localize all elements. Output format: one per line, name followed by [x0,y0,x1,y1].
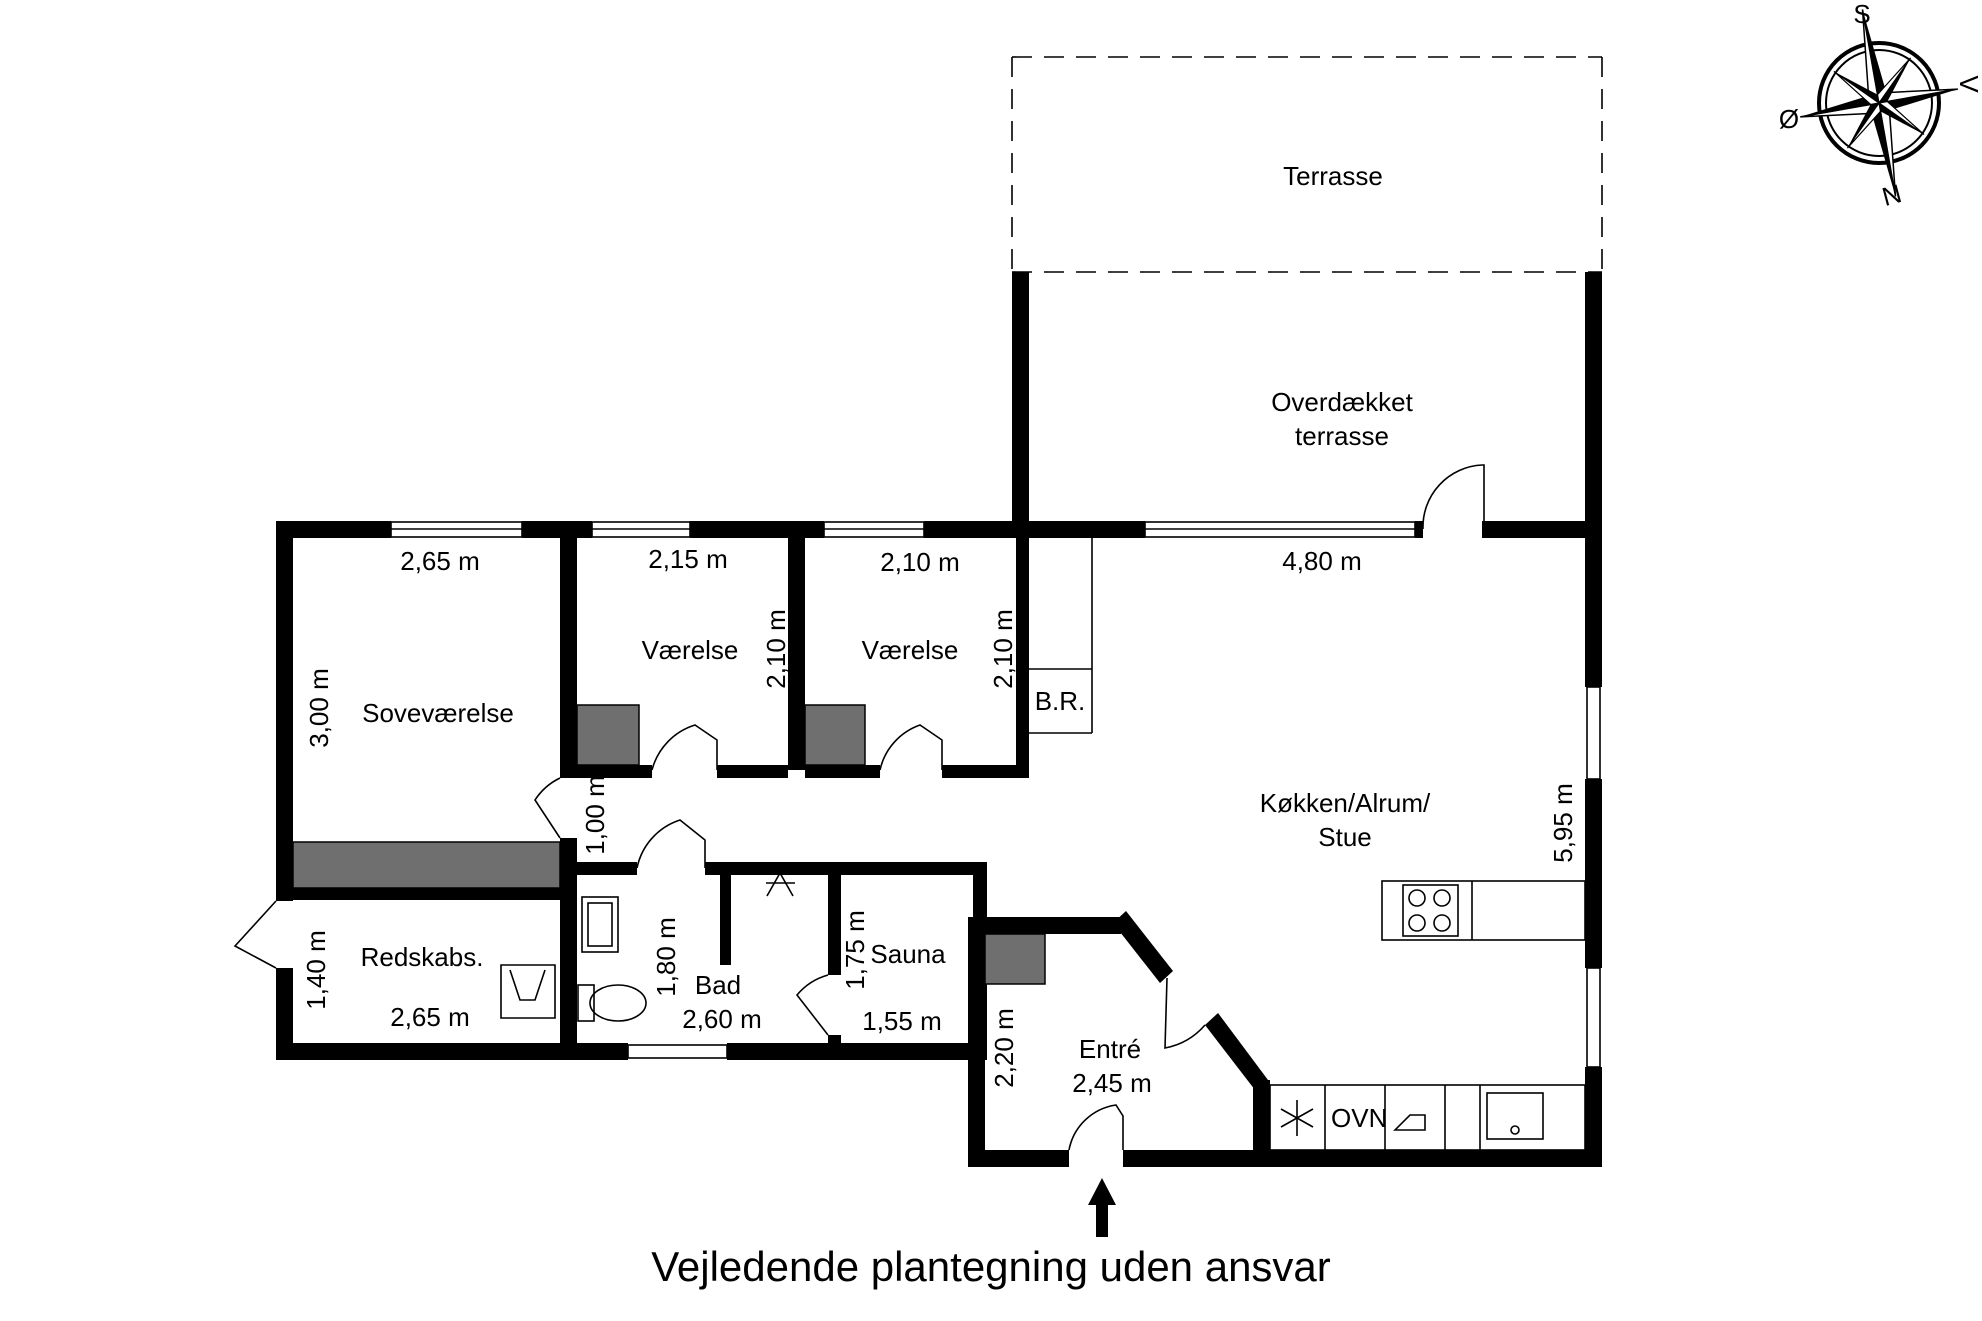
room-label-terrasse: Terrasse [1283,161,1383,191]
toilet-icon [577,984,647,1022]
freezer-snowflake-icon [1280,1100,1314,1136]
wall-sauna-right [973,862,987,1060]
bad-door-swing [636,819,706,869]
dim-redskabs-height: 1,40 m [301,930,331,1010]
room-label-sovevaerelse: Soveværelse [362,698,514,728]
wall-entre-diagonal-bottom [1205,1013,1268,1090]
wall-v1-bottom-right [717,765,788,778]
wall-covered-terrace-left [1012,272,1029,532]
dim-sove-width: 2,65 m [400,546,480,576]
wall-bad-top-right [705,862,987,875]
room-label-koekken: Køkken/Alrum/ [1260,788,1431,818]
side-door [233,900,277,969]
compass-north-label: N [1879,178,1905,212]
dim-entre-height: 2,20 m [989,1008,1019,1088]
wall-sove-right [560,521,577,778]
room-label-vaerelse-2: Værelse [862,635,959,665]
room-label-overdaekket-terrasse: terrasse [1295,421,1389,451]
dim-alrum-width: 4,80 m [1282,546,1362,576]
compass-rose-icon [1800,9,1958,197]
room-label-redskabs: Redskabs. [361,942,484,972]
wall-v2-bottom-right [942,765,1029,778]
bottom-wall-bad [727,1043,985,1060]
dim-entre-width: 2,45 m [1072,1068,1152,1098]
wall-v2-right [1016,538,1029,778]
dim-sauna-height: 1,75 m [840,910,870,990]
v1-door-swing [651,724,718,771]
kitchen-counter [1269,1084,1586,1151]
wall-bad-partition [720,875,731,965]
dim-sove-height: 3,00 m [304,668,334,748]
entrance-arrow-icon [1088,1178,1116,1237]
v2-door-swing [879,724,943,771]
sauna-door-swing [795,974,829,1036]
room-label-bad: Bad [695,970,741,1000]
wall-v1-right [788,538,805,770]
bottom-wall-kitchen [968,917,1602,1167]
wall-sauna-left-lower [828,1035,841,1060]
iron-icon [1393,1114,1426,1131]
stove-icon [1402,884,1459,937]
dim-redskabs-width: 2,65 m [390,1002,470,1032]
entre-door-swing [1164,977,1206,1049]
room-label-overdaekket: Overdækket [1271,387,1413,417]
dim-bad-height: 1,80 m [651,917,681,997]
wall-bad-top-left [577,862,637,875]
bottom-wall-west [276,1043,628,1060]
bad-window [627,1044,728,1059]
oven-label: OVN [1331,1103,1387,1133]
dim-v2-height: 2,10 m [988,609,1018,689]
top-wall [276,521,1602,538]
redskabs-appliance-icon [500,964,556,1019]
compass-south-label: S [1853,0,1870,29]
entrance-door [1063,1104,1129,1167]
dim-hall-width: 1,00 m [580,775,610,855]
entre-wardrobe [984,933,1046,985]
terrace-outline [1011,56,1603,273]
wall-covered-terrace-right [1585,272,1602,532]
sove-door-swing [534,777,561,839]
wall-sove-right-lower [560,838,577,1060]
compass-east-label: Ø [1779,104,1799,134]
sove-wardrobe [292,841,561,889]
wall-sove-bottom [276,888,577,900]
dim-alrum-height: 5,95 m [1548,783,1578,863]
br-cupboard [1029,538,1093,734]
left-wall-lower [276,968,293,1060]
room-label-vaerelse-1: Værelse [642,635,739,665]
wall-v2-bottom-left [805,765,880,778]
shower-icon [766,872,795,897]
bad-sink [581,896,619,953]
compass-west-label: V [1954,75,1982,93]
room-label-br: B.R. [1035,686,1086,716]
room-label-sauna: Sauna [870,939,946,969]
left-wall [276,521,293,901]
room-label-stue: Stue [1318,822,1372,852]
dim-v1-height: 2,10 m [761,609,791,689]
v2-wardrobe [804,704,866,766]
terrace-door [1415,464,1490,538]
dim-bad-width: 2,60 m [682,1004,762,1034]
room-label-entre: Entré [1079,1034,1141,1064]
wall-entre-right [1253,1080,1270,1167]
right-wall [1585,521,1602,1167]
wall-entre-diagonal-top [1113,911,1173,983]
kitchen-island [1381,880,1586,941]
plan-caption: Vejledende plantegning uden ansvar [651,1243,1331,1290]
dim-sauna-width: 1,55 m [862,1006,942,1036]
dim-v2-width: 2,10 m [880,547,960,577]
v1-wardrobe [576,704,640,766]
wall-v1-bottom-left [577,765,652,778]
bad-sink-basin [587,902,613,947]
dim-v1-width: 2,15 m [648,544,728,574]
wall-sauna-left [828,875,841,975]
